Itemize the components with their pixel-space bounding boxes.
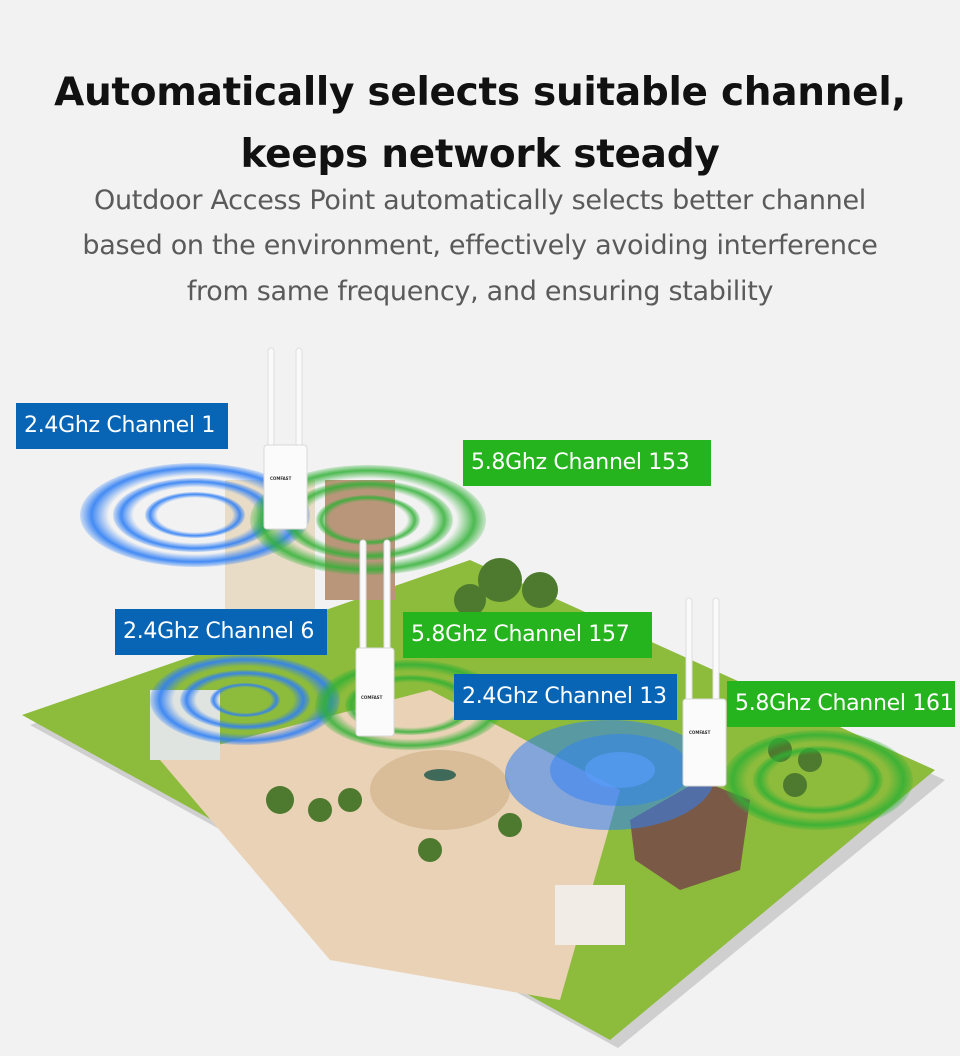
description-line-3: from same frequency, and ensuring stabil…	[186, 276, 774, 307]
channel-label-5.8ghz-157: 5.8Ghz Channel 157	[403, 612, 652, 658]
access-point-1: COMFAST	[263, 347, 308, 530]
channel-label-2.4ghz-6: 2.4Ghz Channel 6	[115, 609, 327, 655]
channel-label-2.4ghz-1: 2.4Ghz Channel 1	[16, 403, 228, 449]
channel-label-5.8ghz-161: 5.8Ghz Channel 161	[727, 681, 955, 727]
signal-rings-5.8-channel-161	[723, 730, 913, 830]
signal-area-2.4-channel-13	[505, 720, 715, 830]
access-point-3: COMFAST	[682, 597, 727, 787]
signal-rings-2.4-channel-1	[80, 463, 310, 567]
signal-rings-5.8-channel-153	[250, 465, 486, 575]
description-line-1: Outdoor Access Point automatically selec…	[94, 185, 866, 216]
headline-line-1: Automatically selects suitable channel,	[54, 70, 906, 115]
shop-building	[555, 885, 625, 945]
signal-rings-2.4-channel-6	[150, 655, 340, 745]
svg-text:COMFAST: COMFAST	[689, 730, 711, 735]
description-line-2: based on the environment, effectively av…	[82, 230, 878, 261]
headline-line-2: keeps network steady	[240, 132, 720, 177]
access-point-2: COMFAST	[355, 539, 395, 737]
svg-text:COMFAST: COMFAST	[270, 476, 292, 481]
channel-label-5.8ghz-153: 5.8Ghz Channel 153	[463, 440, 711, 486]
road	[160, 690, 620, 1000]
svg-text:COMFAST: COMFAST	[361, 695, 383, 700]
channel-label-2.4ghz-13: 2.4Ghz Channel 13	[454, 674, 677, 720]
